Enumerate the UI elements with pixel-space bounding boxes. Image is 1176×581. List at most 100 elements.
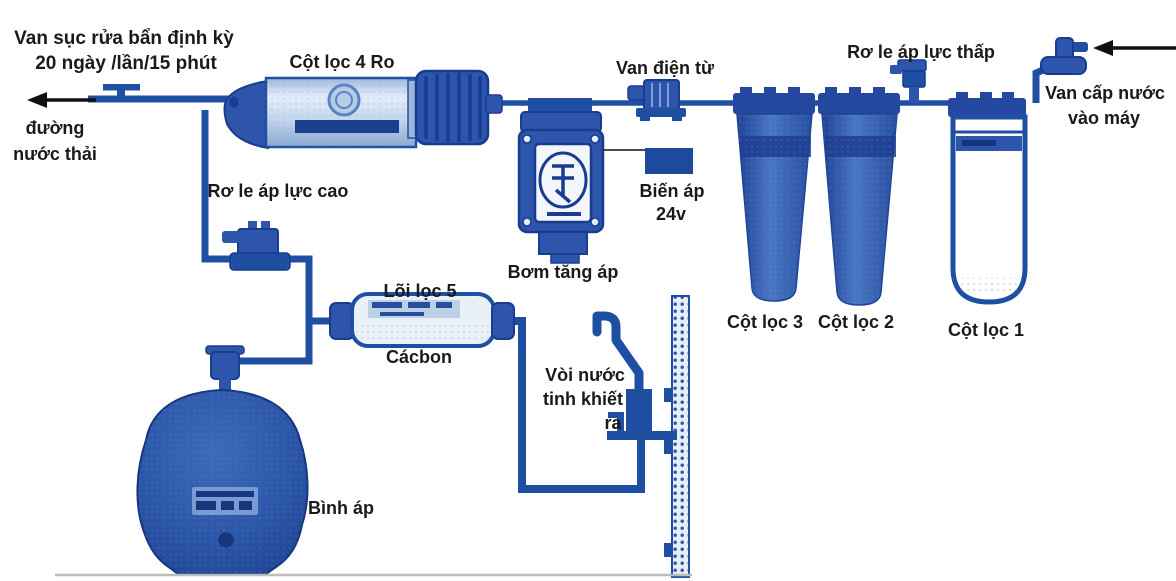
col2-texture bbox=[822, 114, 897, 305]
solenoid-base bbox=[636, 108, 686, 117]
booster-pump bbox=[517, 98, 605, 264]
tank-label-marks bbox=[196, 491, 254, 510]
filter-column-1 bbox=[948, 92, 1028, 305]
faucet-gooseneck bbox=[592, 311, 644, 397]
col2-cap bbox=[818, 93, 900, 114]
wall-and-faucet bbox=[592, 295, 690, 578]
transformer-label-line2: 24v bbox=[656, 204, 686, 224]
col1-lug-3 bbox=[1002, 92, 1014, 100]
ro-nose-cone bbox=[223, 79, 269, 150]
column1-label: Cột lọc 1 bbox=[948, 320, 1024, 340]
solenoid-body bbox=[643, 79, 680, 111]
col3-lug-2 bbox=[764, 87, 776, 95]
solenoid-valve-label: Van điện từ bbox=[616, 58, 715, 78]
tank-label: Bình áp bbox=[308, 498, 374, 518]
pump-foot bbox=[550, 253, 580, 264]
col1-lug-1 bbox=[956, 92, 968, 100]
hp-relay-body bbox=[237, 228, 279, 256]
hp-relay-pin-left bbox=[248, 221, 257, 230]
wall-clip-3 bbox=[664, 543, 673, 557]
labels: Van sục rửa bẩn định kỳ 20 ngày /lần/15 … bbox=[13, 28, 1165, 518]
transformer bbox=[601, 148, 693, 174]
col3-lug-1 bbox=[740, 87, 752, 95]
solenoid-foot-right bbox=[672, 117, 682, 121]
filter5-label-marks bbox=[372, 302, 452, 316]
ro-label-logo bbox=[327, 83, 361, 117]
col3-lug-3 bbox=[788, 87, 800, 95]
ro-nose-port bbox=[229, 96, 239, 108]
col2-lug-3 bbox=[873, 87, 885, 95]
pump-motor-base bbox=[538, 231, 588, 255]
filter5-right-cap bbox=[491, 302, 515, 340]
tank-texture bbox=[137, 390, 308, 574]
inlet-arrow-icon bbox=[1093, 40, 1113, 56]
faucet-handle bbox=[608, 412, 624, 418]
hp-relay-base bbox=[229, 252, 291, 271]
solenoid-coil-stripes bbox=[651, 83, 669, 107]
faucet-base bbox=[626, 389, 652, 437]
ro-outlet-stub bbox=[485, 94, 503, 114]
pressure-tank bbox=[136, 345, 309, 575]
pump-emblem-glyph bbox=[552, 164, 574, 204]
wall-clip-2 bbox=[664, 440, 673, 454]
transformer-label-line1: Biến áp bbox=[639, 181, 704, 201]
hp-relay-pin-right bbox=[261, 221, 270, 230]
pump-label-text-bar bbox=[547, 212, 581, 216]
column3-label: Cột lọc 3 bbox=[727, 312, 803, 332]
col1-sediment-speckle bbox=[960, 278, 1018, 294]
ro-column-label: Cột lọc 4 Ro bbox=[289, 52, 394, 72]
pump-bolt-tl bbox=[522, 134, 532, 144]
inlet-valve-body bbox=[1040, 56, 1087, 75]
pump-bolt-br bbox=[590, 217, 600, 227]
flush-valve-bar bbox=[103, 84, 140, 91]
col3-texture bbox=[737, 114, 812, 301]
wall-clip-1 bbox=[664, 388, 673, 402]
col1-lug-2 bbox=[980, 92, 992, 100]
ro-label-band bbox=[295, 120, 399, 133]
waste-label-line2: nước thải bbox=[13, 144, 97, 164]
flush-valve-label-line1: Van sục rửa bẩn định kỳ bbox=[14, 28, 234, 49]
solenoid-foot-left bbox=[640, 117, 650, 121]
pump-label: Bơm tăng áp bbox=[508, 262, 619, 282]
ro-label-logo-inner bbox=[335, 91, 353, 109]
ro-cap-ribs bbox=[424, 73, 482, 142]
col2-lug-2 bbox=[849, 87, 861, 95]
low-pressure-relay bbox=[890, 59, 927, 103]
hp-relay-arm bbox=[222, 231, 240, 243]
filter-column-2 bbox=[818, 87, 900, 306]
faucet-label-line1: Vòi nước bbox=[545, 365, 625, 385]
faucet-label-line2: tinh khiết bbox=[543, 389, 623, 409]
col2-lug-1 bbox=[825, 87, 837, 95]
tank-circuit-pipe bbox=[201, 110, 313, 365]
waste-line-group bbox=[27, 84, 140, 108]
column2-label: Cột lọc 2 bbox=[818, 312, 894, 332]
faucet-supply-pipe bbox=[508, 317, 645, 493]
lp-relay-stem bbox=[909, 87, 919, 103]
ro-membrane-column bbox=[223, 69, 503, 150]
faucet-label-line3: ra bbox=[604, 413, 622, 433]
lp-relay-arm bbox=[890, 65, 902, 74]
waste-label-line1: đường bbox=[26, 118, 85, 138]
tank-drain-dot bbox=[218, 532, 234, 548]
filter-column-3 bbox=[733, 87, 815, 302]
pump-inlet-manifold bbox=[528, 98, 592, 112]
high-pressure-relay bbox=[222, 221, 291, 271]
inlet-group bbox=[1040, 37, 1176, 75]
high-pressure-relay-label: Rơ le áp lực cao bbox=[208, 181, 349, 201]
filter5-texture bbox=[356, 322, 490, 342]
inlet-valve-label-line1: Van cấp nước bbox=[1045, 83, 1165, 103]
tank-valve-body bbox=[210, 351, 240, 380]
low-pressure-relay-label: Rơ le áp lực thấp bbox=[847, 42, 995, 62]
pump-bolt-bl bbox=[522, 217, 532, 227]
col1-housing bbox=[950, 114, 1028, 305]
solenoid-valve bbox=[627, 79, 686, 121]
lp-relay-body bbox=[902, 70, 926, 88]
flush-valve-stem bbox=[117, 89, 125, 102]
col1-cap bbox=[948, 98, 1026, 117]
col1-label-text-bar bbox=[962, 140, 996, 146]
faucet-handle-stem bbox=[617, 416, 624, 432]
col3-cap bbox=[733, 93, 815, 114]
transformer-block bbox=[645, 148, 693, 174]
